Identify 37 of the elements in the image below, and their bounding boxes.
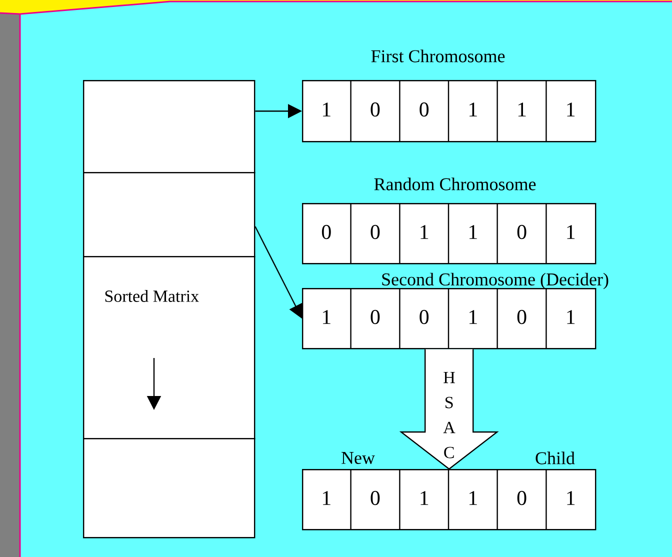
bit-value: 1 [470,310,477,324]
chromosome-title: First Chromosome [371,50,505,62]
chromosome-title: Random Chromosome [374,178,536,190]
chromosome-row [302,178,596,264]
bit-value: 1 [323,310,330,324]
bit-value: 0 [370,224,380,240]
bit-value: 1 [420,491,428,505]
bit-value: 0 [322,224,331,240]
matrix-row [83,438,256,538]
matrix-row [83,172,256,258]
block-arrow [399,348,499,470]
chromosome-row [302,272,608,350]
bit-value: 1 [567,310,575,324]
bit-value: 1 [470,491,477,505]
bit-value: 1 [323,102,330,116]
bit-value: 0 [517,310,526,324]
bit-value: 1 [518,102,526,116]
bit-value: 1 [470,225,477,239]
bit-value: 1 [567,491,575,505]
chromosome-row [302,50,596,142]
bit-value: 0 [370,490,380,506]
edge-label: H S A C [443,372,456,458]
bit-value: 0 [517,224,526,240]
bit-value: 1 [470,102,477,116]
matrix-row [83,80,256,174]
bit-value: 0 [420,310,429,324]
chromosome-title: New [342,452,375,464]
bit-value: 0 [420,102,429,117]
chromosome-title: Child [536,452,575,464]
bit-value: 1 [323,491,330,505]
bit-value: 0 [370,102,380,117]
bit-value: 0 [517,490,526,506]
bit-value: 1 [567,225,575,239]
chromosome-title: Second Chromosome (Decider) [382,272,608,290]
bit-value: 0 [370,310,380,324]
bit-value: 1 [420,225,428,239]
bit-value: 1 [567,102,575,116]
